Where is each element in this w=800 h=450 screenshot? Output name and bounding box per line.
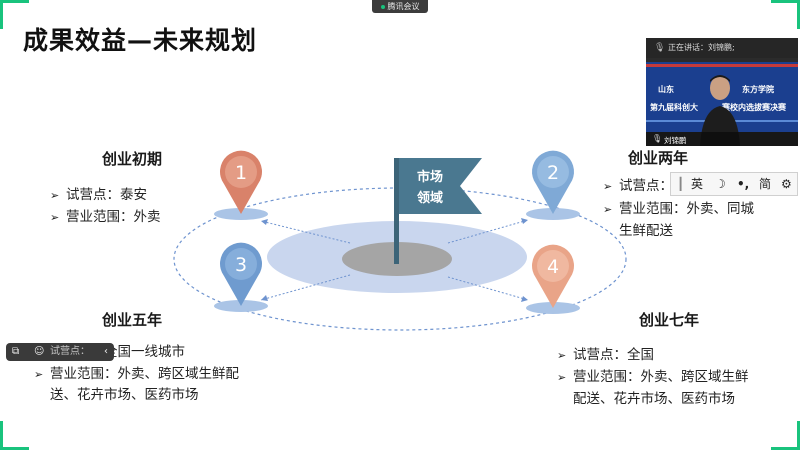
meeting-app-tab[interactable]: 腾讯会议 (372, 0, 428, 13)
pin-1-number: 1 (235, 162, 247, 184)
phase-4-bullet-2: ➢ 营业范围：外卖、跨区域生鲜 (557, 367, 749, 388)
slide-title: 成果效益—未来规划 (23, 26, 258, 55)
phase-4-title: 创业七年 (639, 311, 700, 329)
pin-1 (220, 150, 262, 214)
speaker-person-silhouette (700, 75, 740, 146)
phase-2-bullet-2-continued: 生鲜配送 (619, 223, 673, 239)
speaking-indicator-bar: 🎙 正在讲话：刘锦鹏; (646, 38, 798, 58)
bullet-arrow-icon: ➢ (34, 368, 44, 381)
pin-3 (220, 242, 262, 306)
bullet-arrow-icon: ➢ (50, 189, 60, 202)
floating-annotation-toolbar[interactable]: ⧉ ☺ 试营点： ‹ (6, 343, 114, 361)
flag-pole (394, 158, 399, 264)
arrow-to-pin-1 (260, 220, 351, 244)
arrowhead-4 (521, 296, 528, 302)
toolbar-overlaid-text: 试营点： (50, 346, 90, 357)
pin-3-number: 3 (235, 254, 247, 276)
phase-1-title: 创业初期 (102, 150, 163, 168)
phase-2-bullet-1-text: 试营点： (619, 178, 673, 194)
pin-2-number: 2 (547, 162, 559, 184)
ime-language-toggle[interactable]: 英 (691, 177, 704, 191)
bullet-arrow-icon: ➢ (50, 211, 60, 224)
flag-text-line2: 领域 (417, 190, 443, 206)
arrow-to-pin-3 (260, 274, 351, 301)
screen-share-icon[interactable]: ⧉ (12, 346, 20, 357)
participant-name: 刘锦鹏 (664, 136, 687, 145)
bullet-arrow-icon: ➢ (557, 349, 567, 362)
emoji-icon[interactable]: ☺ (34, 346, 45, 357)
phase-2-bullet-2-text: 营业范围：外卖、同城 (619, 201, 754, 217)
phase-4-bullet-2-continued: 配送、花卉市场、医药市场 (573, 391, 735, 407)
phase-1-bullet-2-text: 营业范围：外卖 (66, 209, 161, 225)
banner-text-left-1: 山东 (658, 85, 674, 94)
phase-2-bullet-2: ➢ 营业范围：外卖、同城 (603, 199, 754, 220)
ime-toolbar[interactable]: ┃ 英 ☽ •, 简 ⚙ (670, 172, 798, 196)
arrow-to-pin-4 (447, 276, 529, 301)
banner-red-stripe (646, 64, 798, 67)
ime-simplified-toggle[interactable]: 简 (759, 177, 772, 191)
phase-3-bullet-2-continued: 送、花卉市场、医药市场 (50, 387, 199, 403)
phase-3-bullet-2-text: 营业范围：外卖、跨区域生鲜配 (50, 366, 239, 382)
microphone-icon: 🎙 (654, 43, 666, 53)
phase-4-bullet-1-text: 试营点：全国 (573, 347, 654, 363)
bullet-arrow-icon: ➢ (603, 203, 613, 216)
arrowhead-1 (261, 219, 268, 225)
video-name-bar (646, 132, 798, 146)
bullet-arrow-icon: ➢ (603, 180, 613, 193)
phase-1-bullet-1-text: 试营点：泰安 (66, 187, 147, 203)
phase-2-title: 创业两年 (628, 149, 689, 167)
arrow-to-pin-2 (447, 219, 529, 244)
phase-3-title: 创业五年 (102, 311, 163, 329)
ime-punctuation-toggle[interactable]: •, (737, 177, 750, 191)
banner-text-right-2: 赛校内选拔赛决赛 (722, 103, 786, 112)
frame-corner-bottom-left (0, 421, 29, 450)
frame-corner-top-left (0, 0, 29, 29)
mic-on-icon: 🎙 (652, 134, 663, 143)
ime-moon-icon[interactable]: ☽ (715, 177, 726, 191)
flag-text-line1: 市场 (417, 169, 443, 185)
pin-2 (532, 150, 574, 214)
speaking-label: 正在讲话：刘锦鹏; (668, 43, 735, 52)
outer-orbit-ring (173, 187, 627, 331)
bullet-arrow-icon: ➢ (557, 371, 567, 384)
live-indicator-icon (380, 4, 385, 9)
phase-4-bullet-1: ➢ 试营点：全国 (557, 345, 654, 366)
phase-3-bullet-2: ➢ 营业范围：外卖、跨区域生鲜配 (34, 364, 239, 385)
phase-2-bullet-1: ➢ 试营点： (603, 176, 673, 197)
pin-4 (532, 244, 574, 308)
collapse-chevron-icon[interactable]: ‹ (104, 346, 108, 357)
phase-1-bullet-1: ➢ 试营点：泰安 (50, 185, 147, 206)
ime-settings-gear-icon[interactable]: ⚙ (781, 177, 792, 191)
flag-banner (399, 158, 482, 214)
pin-4-number: 4 (547, 256, 559, 278)
arrowhead-2 (521, 218, 528, 224)
banner-text-left-2: 第九届科创大 (650, 103, 698, 112)
phase-4-bullet-2-text: 营业范围：外卖、跨区域生鲜 (573, 369, 749, 385)
meeting-app-name: 腾讯会议 (387, 2, 420, 11)
arrowhead-3 (261, 295, 268, 301)
ime-drag-handle-icon[interactable]: ┃ (677, 177, 685, 191)
phase-1-bullet-2: ➢ 营业范围：外卖 (50, 207, 161, 228)
frame-corner-bottom-right (771, 421, 800, 450)
frame-corner-top-right (771, 0, 800, 29)
banner-text-right-1: 东方学院 (742, 85, 774, 94)
speaker-video-panel[interactable]: 🎙 正在讲话：刘锦鹏; 山东 东方学院 第九届科创大 赛校内选拔赛决赛 🎙 刘锦… (646, 38, 798, 146)
